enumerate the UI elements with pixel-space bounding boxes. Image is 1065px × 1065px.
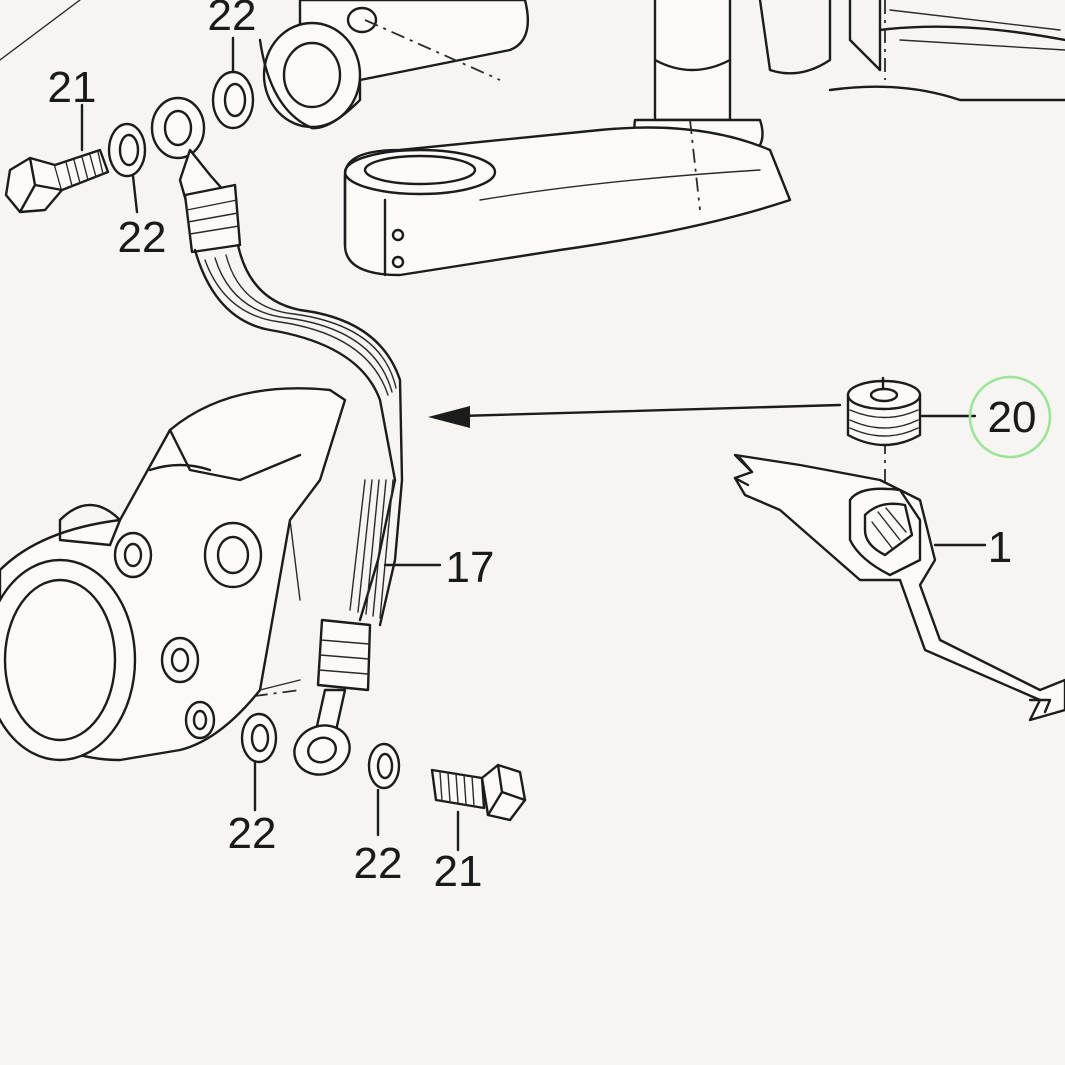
- hose-bracket: [733, 453, 1065, 722]
- callout-21-bottom: 21: [434, 847, 483, 896]
- sealing-washer-top-right: [211, 70, 255, 130]
- brake-caliper: [0, 387, 347, 762]
- sealing-washer-bottom-left: [240, 712, 278, 764]
- sealing-washer-bottom-right: [367, 742, 401, 790]
- brake-hose: [150, 96, 404, 776]
- callout-22-bottom-left: 22: [228, 809, 277, 858]
- fork-upper-bracket: [0, 0, 1065, 277]
- sealing-washer-top-left: [107, 122, 147, 178]
- callout-22-top-left: 22: [118, 213, 167, 262]
- banjo-bolt-top: [4, 148, 110, 214]
- highlight-circle: [968, 375, 1052, 459]
- leader-lines: [80, 36, 987, 852]
- callout-20: 20: [988, 393, 1037, 442]
- callout-21-top: 21: [48, 63, 97, 112]
- callout-22-top-right: 22: [208, 0, 257, 40]
- leader-22-top-left: [131, 174, 139, 214]
- banjo-bolt-bottom: [430, 763, 527, 822]
- callout-17: 17: [446, 543, 495, 592]
- grommet: [846, 376, 922, 447]
- callout-22-bottom-right: 22: [354, 839, 403, 888]
- callout-1: 1: [988, 523, 1012, 572]
- install-arrow: [428, 403, 842, 428]
